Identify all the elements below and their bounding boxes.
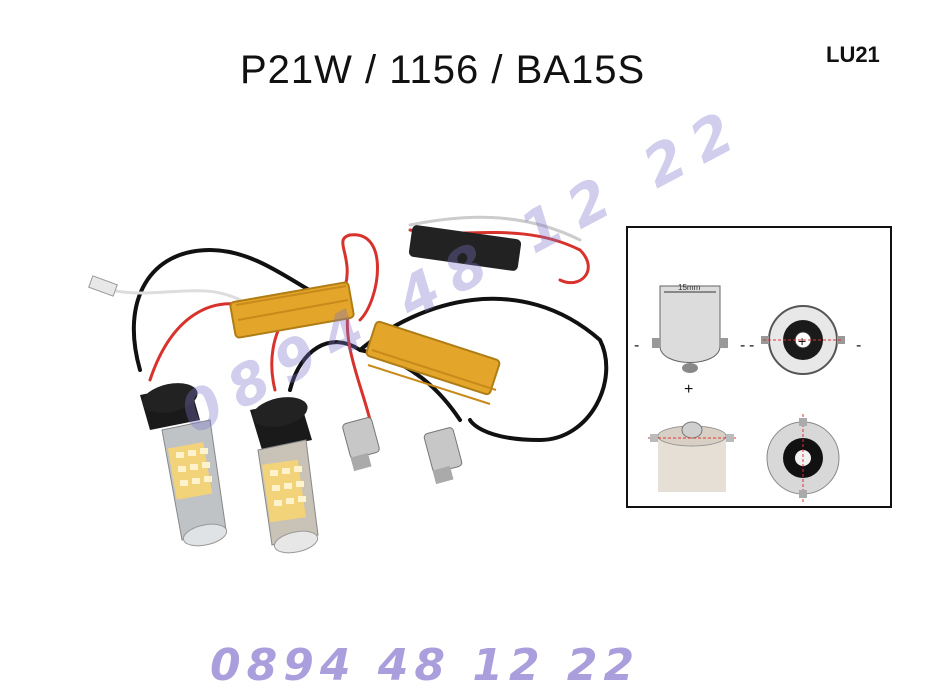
ba15s-socket-1 <box>342 417 380 472</box>
base-side-view: 15mm - - + <box>634 283 745 398</box>
minus-label-right: - <box>856 337 861 354</box>
ba15s-socket-2 <box>423 427 463 485</box>
led-bulb-right <box>250 397 319 554</box>
base-end-view: + - - <box>749 305 861 375</box>
white-wire <box>108 288 242 302</box>
led-bulb-left <box>140 383 228 547</box>
base-photo-side <box>648 421 736 492</box>
black-wire <box>131 247 332 372</box>
base-photo-end <box>766 414 840 502</box>
dimension-label: 15mm <box>678 283 701 292</box>
resistor-1 <box>229 281 355 339</box>
resistor-2 <box>365 320 501 405</box>
minus-label-middle-right: - <box>749 337 754 354</box>
product-title: P21W / 1156 / BA15S <box>240 48 646 92</box>
product-code: LU21 <box>826 42 880 67</box>
ba15s-diagram: 15mm - - + + - - <box>626 226 892 508</box>
plus-label-bottom: + <box>684 381 693 398</box>
minus-label-middle-left: - <box>740 337 745 354</box>
phone-number: 0894 48 12 22 <box>210 640 641 691</box>
minus-label-left: - <box>634 337 639 354</box>
plus-label-center: + <box>798 333 806 349</box>
